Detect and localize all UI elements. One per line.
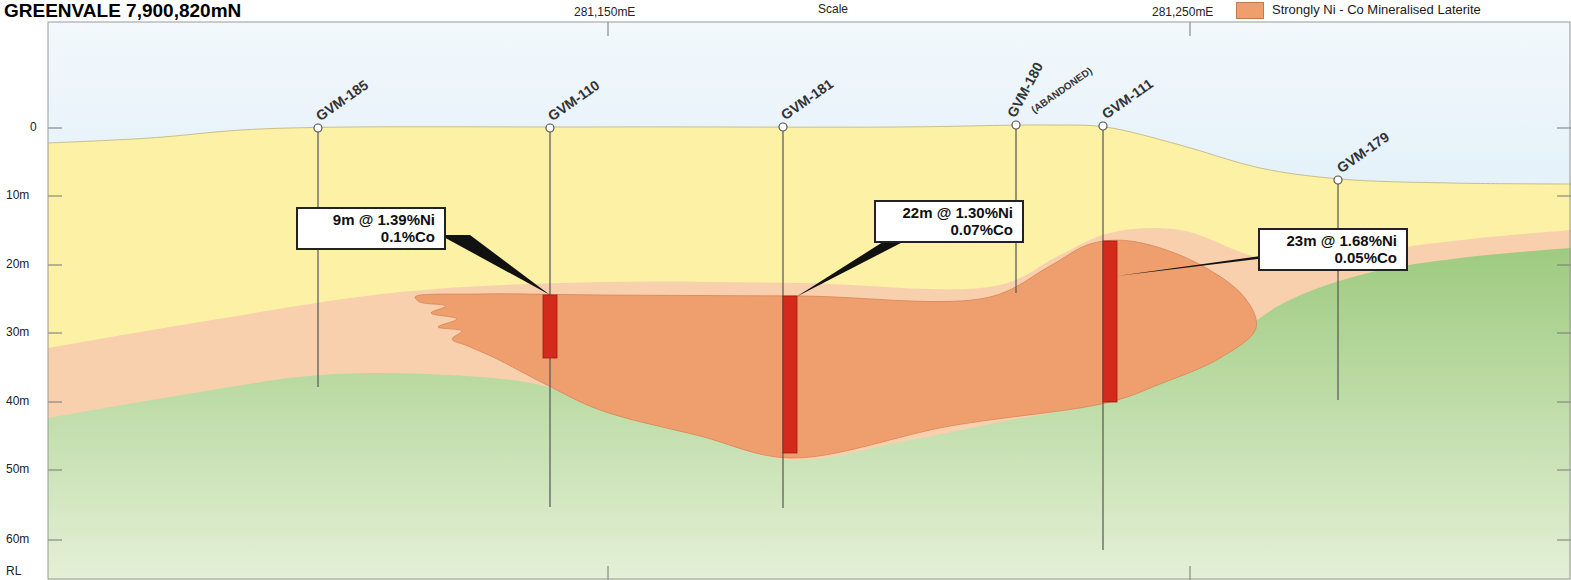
intercept-bar [543,295,557,358]
collar [1012,121,1020,129]
depth-tick [48,540,62,541]
section-frame [48,22,1570,579]
assay-text: 23m @ 1.68%Ni [1269,232,1397,249]
assay-text: 22m @ 1.30%Ni [885,204,1013,221]
collar [779,123,787,131]
depth-label: 50m [6,462,29,476]
assay-text: 9m @ 1.39%Ni [307,211,435,228]
easting-tick [608,566,609,580]
depth-tick [1557,540,1571,541]
depth-tick [48,196,62,197]
depth-tick [1557,128,1571,129]
callout-box: 22m @ 1.30%Ni0.07%Co [874,200,1024,243]
legend-swatch [1236,2,1264,19]
callout-box: 23m @ 1.68%Ni0.05%Co [1258,228,1408,271]
easting-label: 281,150mE [574,5,635,19]
drill-hole [1337,180,1338,400]
drill-hole [317,128,318,387]
depth-label: 30m [6,325,29,339]
depth-tick [1557,333,1571,334]
callout-box: 9m @ 1.39%Ni0.1%Co [296,207,446,250]
easting-tick [608,22,609,36]
assay-text: 0.05%Co [1269,249,1397,266]
depth-tick [1557,470,1571,471]
assay-text: 0.07%Co [885,221,1013,238]
legend-text: Strongly Ni - Co Mineralised Laterite [1272,2,1481,17]
section-title: GREENVALE 7,900,820mN [4,0,241,21]
depth-tick [1557,196,1571,197]
easting-tick [1190,22,1191,36]
intercept-bar [1103,241,1117,402]
limonite-layer [48,125,1571,580]
easting-tick [1190,566,1191,580]
depth-tick [1557,402,1571,403]
depth-label: 60m [6,532,29,546]
sky [48,22,1571,580]
assay-text: 0.1%Co [307,228,435,245]
depth-tick [48,470,62,471]
laterite-layer [48,228,1571,580]
collar [546,124,554,132]
legend-item: Strongly Ni - Co Mineralised Laterite [1236,2,1481,19]
depth-label: 20m [6,257,29,271]
depth-label: 10m [6,188,29,202]
depth-tick [48,128,62,129]
depth-tick [48,265,62,266]
collar [1334,176,1342,184]
depth-label: RL [6,564,21,578]
collar [1099,122,1107,130]
depth-label: 0 [30,120,37,134]
depth-label: 40m [6,394,29,408]
intercept-bar [783,296,797,453]
ground-surface [48,125,1571,184]
scale-label: Scale [818,2,848,16]
depth-tick [48,402,62,403]
depth-tick [1557,265,1571,266]
depth-tick [48,333,62,334]
collar [314,124,322,132]
leader-line [440,235,550,295]
easting-label: 281,250mE [1152,5,1213,19]
